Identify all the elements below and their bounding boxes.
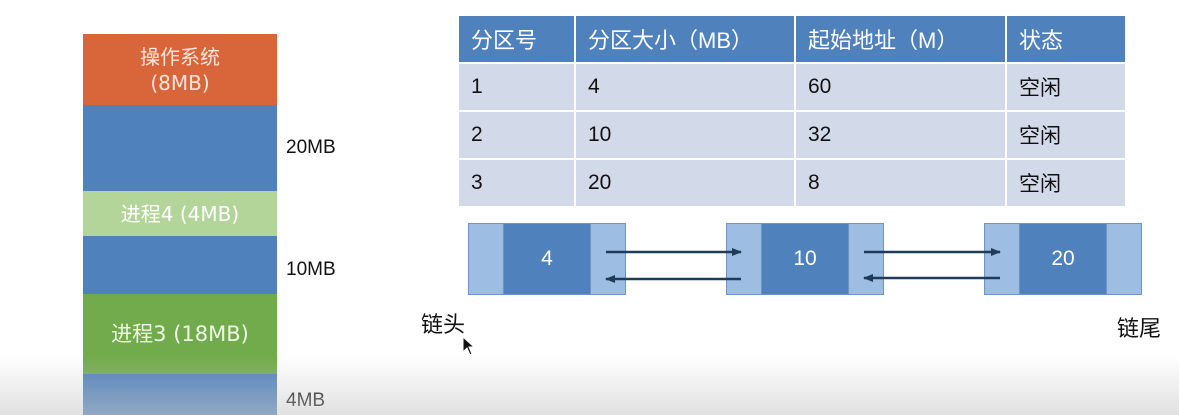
table-row: 1 4 60 空闲 [459,62,1125,110]
table-cell: 空闲 [1007,112,1125,158]
table-cell: 8 [796,160,1007,206]
chain-tail-label: 链尾 [1117,317,1162,342]
table-cell: 4 [576,64,796,110]
memory-process4-block: 进程4 (4MB) [83,191,277,236]
list-node: 4 [468,223,626,295]
process4-label: 进程4 (4MB) [120,201,240,226]
memory-os-block: 操作系统 (8MB) [83,34,277,105]
node-prev-pointer [468,223,504,295]
table-row: 2 10 32 空闲 [459,110,1125,158]
free-size-label-10mb: 10MB [286,259,336,280]
table-cell: 10 [576,112,796,158]
table-cell: 3 [459,160,576,206]
list-node: 20 [984,223,1142,295]
node-value: 4 [504,223,590,295]
memory-free-block-10mb [83,236,277,294]
table-row: 3 20 8 空闲 [459,158,1125,206]
node-next-pointer [848,223,884,295]
os-label: 操作系统 [140,44,220,69]
table-cell: 20 [576,160,796,206]
free-partition-table: 分区号 分区大小（MB） 起始地址（M） 状态 1 4 60 空闲 2 10 3… [459,16,1125,206]
node-value: 20 [1020,223,1106,295]
free-size-label-20mb: 20MB [286,137,336,158]
process3-label: 进程3 (18MB) [111,322,249,346]
table-header-row: 分区号 分区大小（MB） 起始地址（M） 状态 [459,16,1125,62]
node-value: 10 [762,223,848,295]
node-prev-pointer [726,223,762,295]
table-header-cell: 分区号 [459,16,576,62]
table-header-cell: 分区大小（MB） [576,16,796,62]
os-size: (8MB) [150,70,210,95]
node-next-pointer [1106,223,1142,295]
mouse-cursor-icon [462,336,476,356]
table-cell: 空闲 [1007,64,1125,110]
table-cell: 60 [796,64,1007,110]
table-header-cell: 起始地址（M） [796,16,1007,62]
table-cell: 2 [459,112,576,158]
table-cell: 32 [796,112,1007,158]
table-header-cell: 状态 [1007,16,1125,62]
node-next-pointer [590,223,626,295]
table-cell: 1 [459,64,576,110]
table-cell: 空闲 [1007,160,1125,206]
list-node: 10 [726,223,884,295]
chain-head-label: 链头 [421,313,466,338]
node-prev-pointer [984,223,1020,295]
memory-free-block-20mb [83,105,277,191]
